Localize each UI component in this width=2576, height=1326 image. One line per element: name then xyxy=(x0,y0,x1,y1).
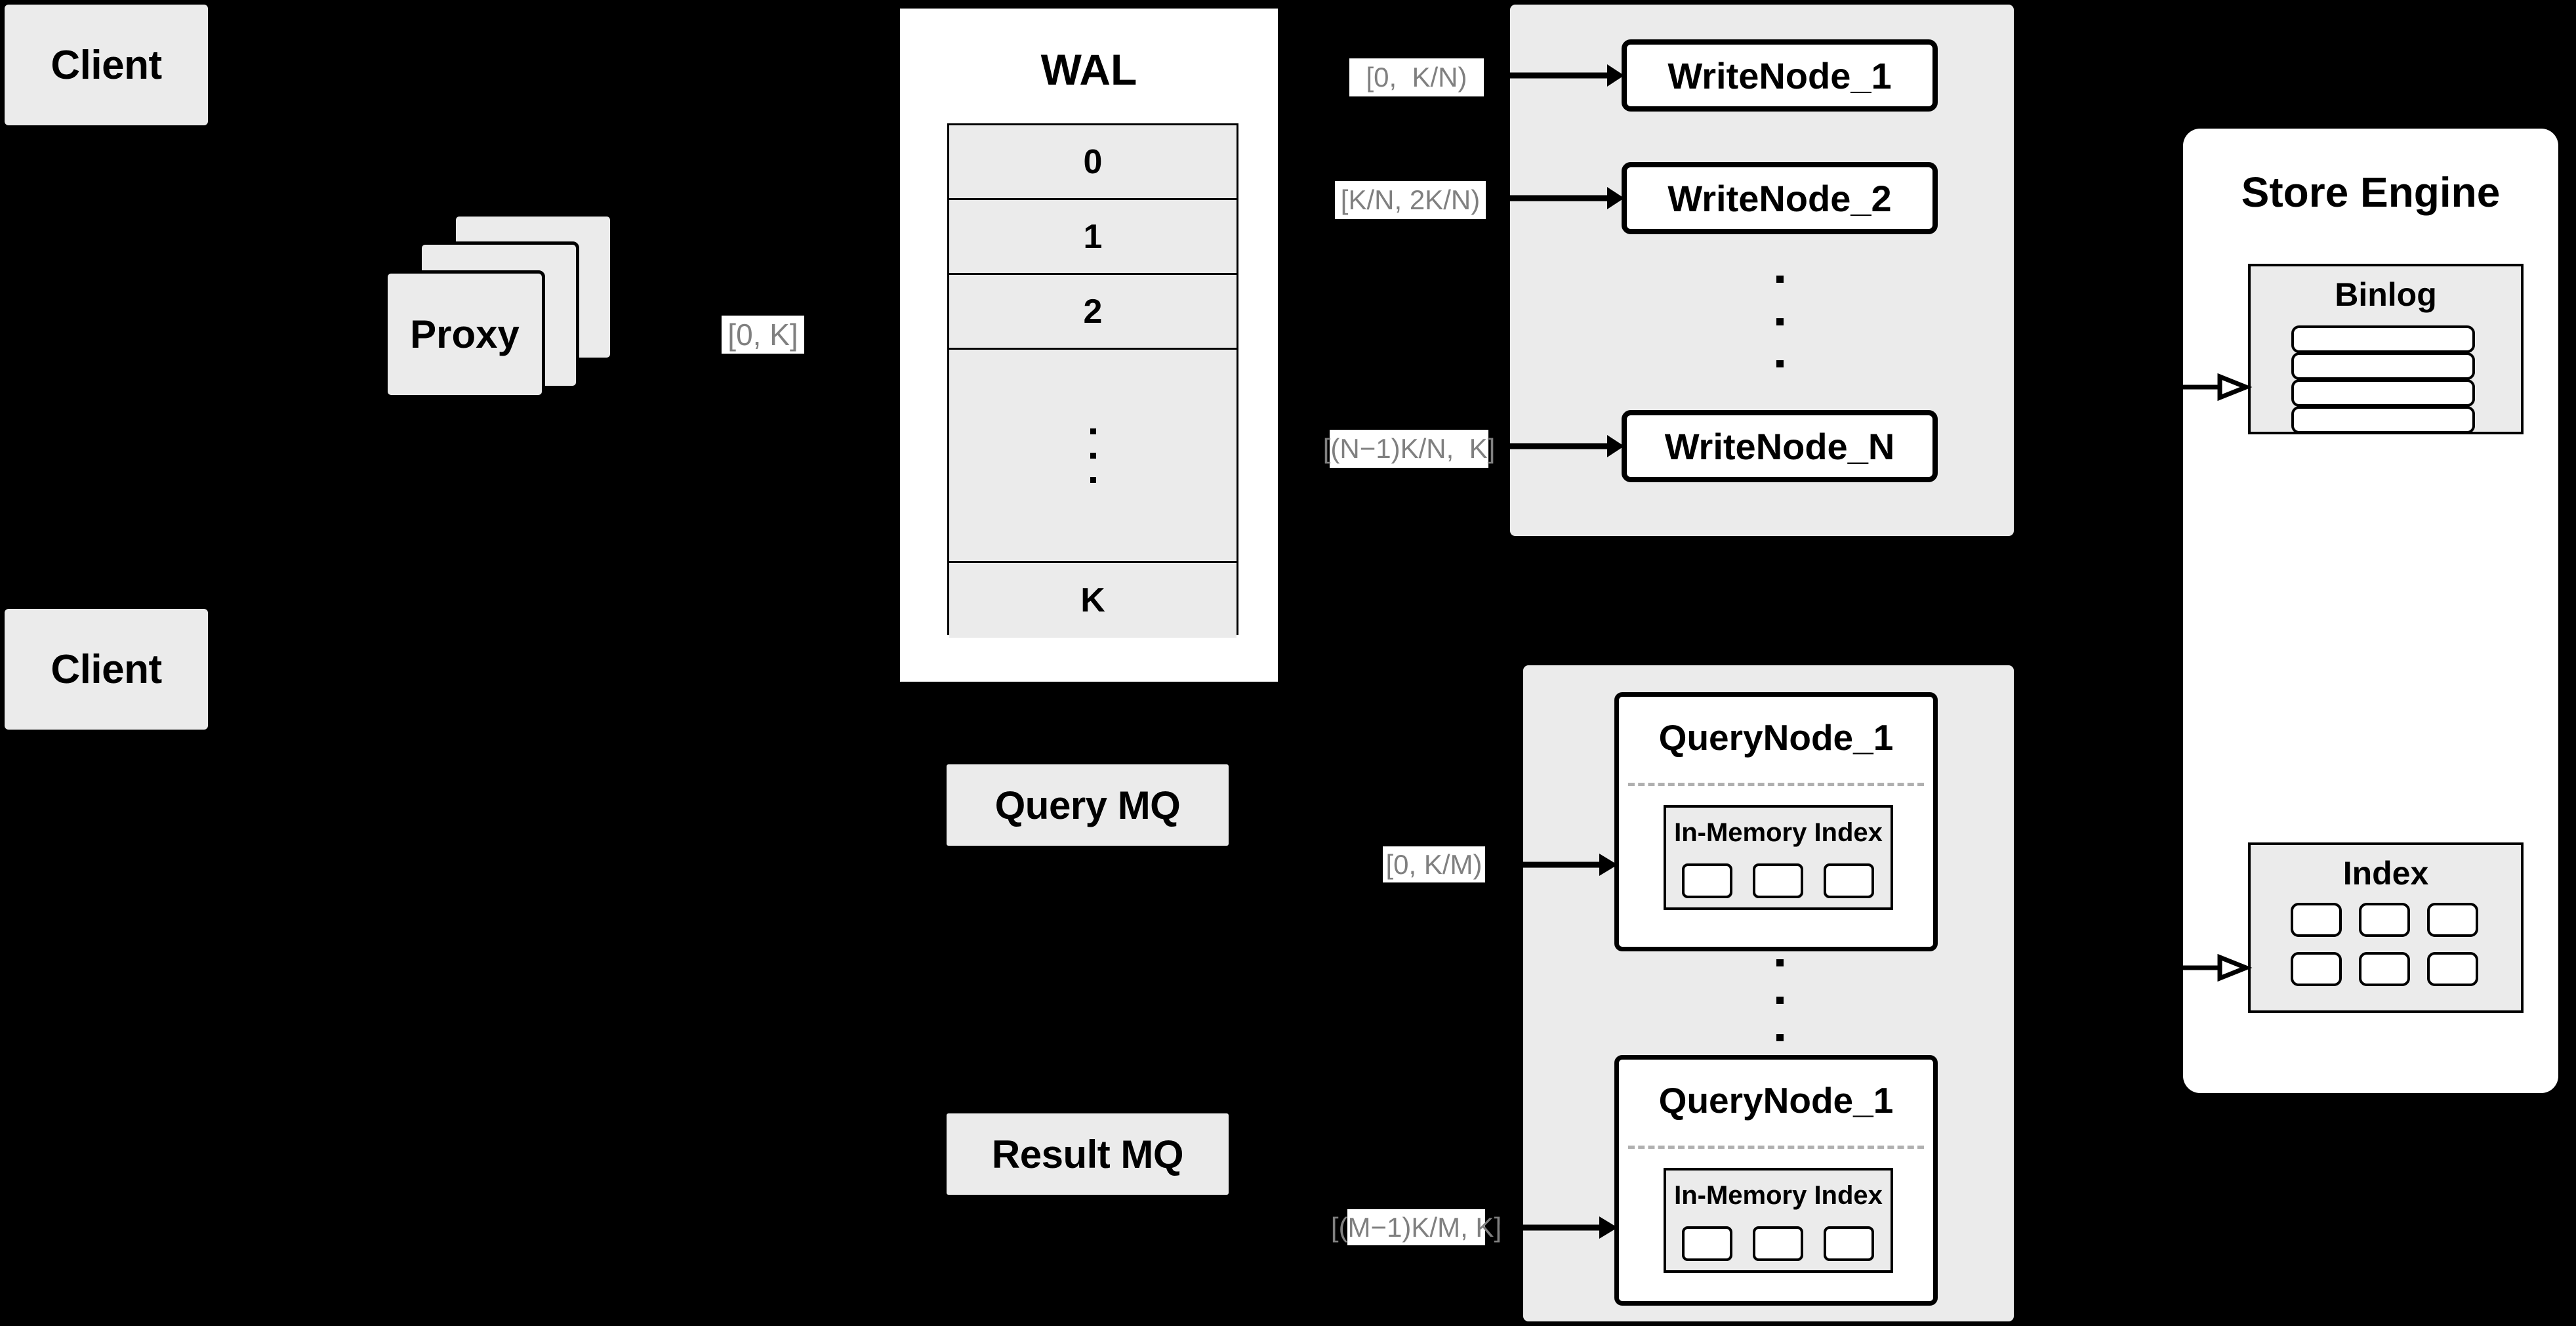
wal-panel: WAL 0 1 2 K xyxy=(896,5,1282,686)
wal-row-0[interactable]: 0 xyxy=(949,125,1237,200)
wal-title: WAL xyxy=(1040,45,1137,94)
query-node-1-index-cell-2[interactable] xyxy=(1753,863,1803,898)
client-box-2[interactable]: Client xyxy=(5,609,208,730)
label-mq-to-query-node-1-text: [0, K/M) xyxy=(1385,848,1482,880)
label-wal-to-writenode-n: [(N−1)K/N, K] xyxy=(1323,430,1495,468)
query-node-m-in-memory-index: In-Memory Index xyxy=(1664,1168,1893,1273)
write-node-2-label: WriteNode_2 xyxy=(1667,177,1892,219)
wal-row-1[interactable]: 1 xyxy=(949,200,1237,275)
write-node-1-label: WriteNode_1 xyxy=(1667,54,1892,96)
query-ellipsis-dot-2 xyxy=(1776,997,1784,1004)
label-wal-to-writenode-2-text: [K/N, 2K/N) xyxy=(1340,184,1481,215)
client-box-1[interactable]: Client xyxy=(5,5,208,125)
query-ellipsis-dot-1 xyxy=(1776,959,1784,966)
wal-row-k-label: K xyxy=(1080,581,1105,619)
binlog-entry-4[interactable] xyxy=(2291,406,2475,434)
query-node-m-index-cell-3[interactable] xyxy=(1824,1226,1874,1261)
label-mq-to-query-node-1: [0, K/M) xyxy=(1383,846,1485,882)
wal-row-2[interactable]: 2 xyxy=(949,275,1237,350)
wal-table: 0 1 2 K xyxy=(947,123,1238,638)
index-cell-r1c3[interactable] xyxy=(2427,903,2478,937)
client-label-2: Client xyxy=(51,646,162,692)
index-cell-r2c2[interactable] xyxy=(2359,952,2410,986)
binlog-title: Binlog xyxy=(2335,276,2437,313)
wal-ellipsis-dot-2 xyxy=(1090,452,1096,459)
write-node-n-label: WriteNode_N xyxy=(1664,425,1895,467)
binlog-entry-3[interactable] xyxy=(2291,379,2475,407)
query-cluster-ellipsis xyxy=(1772,959,1787,1041)
query-node-m-in-memory-index-title: In-Memory Index xyxy=(1674,1181,1883,1210)
wal-row-1-label: 1 xyxy=(1083,217,1103,256)
write-cluster-ellipsis xyxy=(1772,276,1787,367)
query-ellipsis-dot-3 xyxy=(1776,1034,1784,1041)
write-node-2[interactable]: WriteNode_2 xyxy=(1622,162,1938,234)
write-ellipsis-dot-3 xyxy=(1776,360,1784,367)
label-mq-to-query-node-m: [(M−1)K/M, K] xyxy=(1331,1209,1502,1245)
label-wal-to-writenode-2: [K/N, 2K/N) xyxy=(1335,181,1486,219)
binlog-entry-1[interactable] xyxy=(2291,325,2475,353)
label-proxy-to-wal-text: [0, K] xyxy=(727,318,798,352)
write-node-n[interactable]: WriteNode_N xyxy=(1622,410,1938,482)
wal-ellipsis-dot-1 xyxy=(1090,428,1096,434)
binlog-entry-2[interactable] xyxy=(2291,352,2475,380)
proxy-box[interactable]: Proxy xyxy=(384,270,545,398)
result-mq-label: Result MQ xyxy=(991,1132,1184,1176)
index-box: Index xyxy=(2248,842,2524,1013)
query-mq-box[interactable]: Query MQ xyxy=(947,764,1229,846)
query-node-m-title: QueryNode_1 xyxy=(1658,1080,1894,1121)
query-node-m-index-cell-2[interactable] xyxy=(1753,1226,1803,1261)
query-node-1-in-memory-index-title: In-Memory Index xyxy=(1674,818,1883,847)
store-engine-title: Store Engine xyxy=(2241,169,2501,216)
label-proxy-to-wal: [0, K] xyxy=(722,316,804,354)
binlog-box: Binlog xyxy=(2248,264,2524,434)
result-mq-box[interactable]: Result MQ xyxy=(947,1113,1229,1195)
index-cell-r2c3[interactable] xyxy=(2427,952,2478,986)
write-node-1[interactable]: WriteNode_1 xyxy=(1622,39,1938,112)
query-node-m-divider xyxy=(1628,1146,1924,1149)
index-cell-r2c1[interactable] xyxy=(2291,952,2342,986)
wal-row-0-label: 0 xyxy=(1083,142,1103,181)
query-mq-label: Query MQ xyxy=(994,783,1181,827)
query-node-1-in-memory-index: In-Memory Index xyxy=(1664,805,1893,910)
query-node-m-index-cell-1[interactable] xyxy=(1682,1226,1732,1261)
wal-ellipsis-dot-3 xyxy=(1090,476,1096,483)
query-node-1-index-cell-3[interactable] xyxy=(1824,863,1874,898)
label-wal-to-writenode-1: [0, K/N) xyxy=(1349,58,1484,96)
index-cell-r1c1[interactable] xyxy=(2291,903,2342,937)
query-node-1-divider xyxy=(1628,783,1924,786)
label-mq-to-query-node-m-text: [(M−1)K/M, K] xyxy=(1330,1211,1502,1243)
index-title: Index xyxy=(2342,855,2429,892)
query-node-1-title: QueryNode_1 xyxy=(1658,717,1894,758)
index-cell-r1c2[interactable] xyxy=(2359,903,2410,937)
wal-row-k[interactable]: K xyxy=(949,563,1237,638)
label-wal-to-writenode-1-text: [0, K/N) xyxy=(1366,62,1467,93)
write-ellipsis-dot-1 xyxy=(1776,276,1784,283)
query-node-1[interactable]: QueryNode_1 In-Memory Index xyxy=(1614,692,1938,951)
label-wal-to-writenode-n-text: [(N−1)K/N, K] xyxy=(1322,433,1496,464)
wal-row-ellipsis xyxy=(949,350,1237,563)
write-ellipsis-dot-2 xyxy=(1776,318,1784,325)
proxy-label: Proxy xyxy=(410,312,520,356)
client-label-1: Client xyxy=(51,42,162,88)
proxy-stack[interactable]: Proxy xyxy=(380,213,656,430)
wal-row-2-label: 2 xyxy=(1083,292,1103,331)
store-engine-panel: Store Engine Binlog Index xyxy=(2183,129,2558,1093)
query-node-1-index-cell-1[interactable] xyxy=(1682,863,1732,898)
query-node-m[interactable]: QueryNode_1 In-Memory Index xyxy=(1614,1055,1938,1306)
